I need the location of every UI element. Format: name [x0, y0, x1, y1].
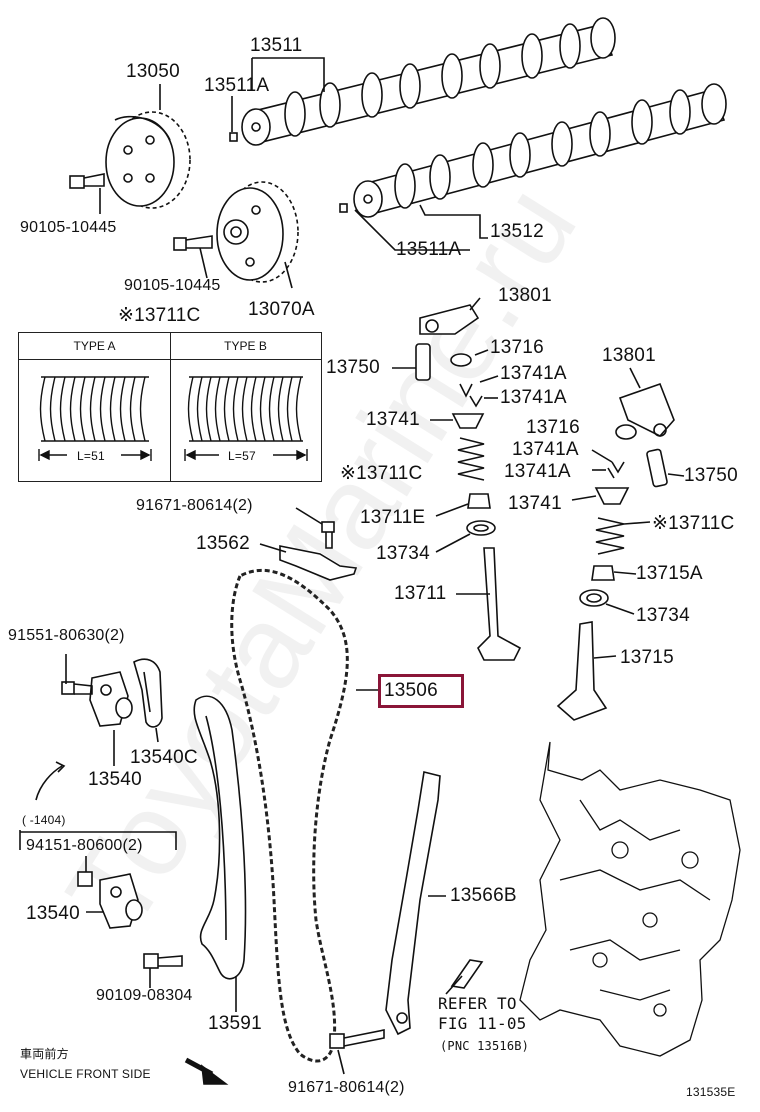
spring-type-figures: [38, 376, 308, 461]
part-label-13741a-4[interactable]: 13741A: [504, 461, 571, 482]
part-label-13741a-1[interactable]: 13741A: [500, 363, 567, 384]
seal-13715a: [591, 565, 615, 581]
bolt-91671-bottom: [329, 1029, 385, 1049]
part-label-13711c-right[interactable]: ※13711C: [652, 513, 735, 534]
part-label-13711c-table[interactable]: ※13711C: [118, 305, 201, 326]
timing-chain: [230, 568, 349, 1063]
figure-id: 131535E: [686, 1085, 736, 1099]
vehicle-front-en: VEHICLE FRONT SIDE: [20, 1067, 151, 1081]
bolt-90105-top: [69, 173, 105, 189]
lash-adjuster-13750-a: [415, 343, 431, 381]
lash-adjuster-13750-b: [646, 448, 668, 488]
retainer-13741-b: [594, 487, 630, 505]
bolt-91671-top: [321, 521, 335, 549]
part-label-13511a-top[interactable]: 13511A: [204, 75, 270, 96]
bolt-91551: [61, 681, 93, 695]
part-label-90105-10445-bottom[interactable]: 90105-10445: [124, 277, 221, 294]
keepers-13741a-b: [607, 461, 625, 479]
valve-13715: [556, 621, 608, 721]
part-label-90109-08304[interactable]: 90109-08304: [96, 987, 193, 1004]
spring-type-table: TYPE A TYPE B L=51 L=57: [18, 332, 322, 482]
spring-13711c-b: [595, 517, 625, 555]
part-label-90105-10445-top[interactable]: 90105-10445: [20, 219, 117, 236]
bolt-90105-bottom: [173, 235, 213, 251]
part-label-13511[interactable]: 13511: [250, 35, 303, 56]
spring-type-b-coil: [187, 376, 303, 442]
part-label-13741a-2[interactable]: 13741A: [500, 387, 567, 408]
camshaft-intake: [339, 83, 727, 218]
part-label-13734-a[interactable]: 13734: [376, 543, 430, 564]
seal-13711e: [467, 493, 491, 509]
valve-13711: [477, 547, 522, 661]
washer-13734-a: [466, 520, 496, 536]
part-label-13591[interactable]: 13591: [208, 1013, 262, 1034]
part-label-13741-b[interactable]: 13741: [508, 493, 562, 514]
part-label-13741a-3[interactable]: 13741A: [512, 439, 579, 460]
part-label-13540-b[interactable]: 13540: [26, 903, 80, 924]
part-label-13741-a[interactable]: 13741: [366, 409, 420, 430]
part-label-13511a-low[interactable]: 13511A: [396, 239, 462, 260]
part-label-91671-80614-top[interactable]: 91671-80614(2): [136, 497, 253, 514]
engine-block: [519, 741, 741, 1057]
part-label-94151-80600[interactable]: 94151-80600(2): [26, 837, 143, 854]
part-label-13540c[interactable]: 13540C: [130, 747, 198, 768]
chain-guide-13566b: [385, 771, 441, 1036]
part-label-13734-b[interactable]: 13734: [636, 605, 690, 626]
part-label-13750-b[interactable]: 13750: [684, 465, 738, 486]
rocker-arm-13801-b: [618, 382, 675, 437]
part-label-13750-a[interactable]: 13750: [326, 357, 380, 378]
bolt-94151: [77, 871, 93, 887]
part-label-13566b[interactable]: 13566B: [450, 885, 517, 906]
vehicle-front-jp: 車両前方: [20, 1047, 69, 1061]
retainer-13741-a: [451, 413, 485, 429]
part-label-13716-b[interactable]: 13716: [526, 417, 580, 438]
highlight-13506: [378, 674, 464, 708]
spring-type-a-label: TYPE A: [19, 333, 170, 360]
bolt-90109: [143, 953, 183, 969]
camshaft-exhaust: [229, 17, 616, 146]
spring-length-a: L=51: [77, 449, 105, 463]
part-label-13562[interactable]: 13562: [196, 533, 250, 554]
part-label-91551-80630[interactable]: 91551-80630(2): [8, 627, 125, 644]
part-label-13711e[interactable]: 13711E: [360, 507, 426, 528]
refer-line-1: REFER TO: [438, 994, 517, 1013]
refer-line-2[interactable]: FIG 11-05: [438, 1014, 527, 1033]
spring-type-b-label: TYPE B: [170, 333, 321, 360]
tensioner-13540-a: [89, 671, 133, 727]
part-label-13540-a[interactable]: 13540: [88, 769, 142, 790]
part-label-13801-b[interactable]: 13801: [602, 345, 656, 366]
washer-13734-b: [579, 589, 609, 607]
rocker-arm-13801-a: [419, 304, 480, 335]
pipe-13516b: [450, 959, 484, 989]
part-label-91671-80614-bottom[interactable]: 91671-80614(2): [288, 1079, 405, 1096]
cam-timing-gear-exhaust: [105, 111, 191, 209]
part-label-13050[interactable]: 13050: [126, 61, 180, 82]
table-divider: [170, 333, 171, 481]
cam-timing-gear-intake: [216, 181, 299, 283]
part-label-13711c-mid[interactable]: ※13711C: [340, 463, 423, 484]
vehicle-front-arrow: [184, 1057, 229, 1085]
part-label-13715[interactable]: 13715: [620, 647, 674, 668]
keepers-13741a: [459, 383, 483, 408]
spring-type-a-coil: [39, 376, 149, 442]
chain-guide-13591: [193, 695, 247, 980]
part-label-13801-a[interactable]: 13801: [498, 285, 552, 306]
tensioner-13540-b: [99, 873, 143, 929]
refer-line-3: (PNC 13516B): [440, 1039, 530, 1053]
part-label-13711[interactable]: 13711: [394, 583, 447, 604]
part-label-13512[interactable]: 13512: [490, 221, 544, 242]
bracket-13562: [279, 545, 358, 581]
shim-13716-b: [615, 424, 637, 440]
date-range-label: ( -1404): [22, 813, 66, 827]
spring-length-b: L=57: [228, 449, 256, 463]
shim-13716-a: [450, 353, 472, 367]
part-label-13715a[interactable]: 13715A: [636, 563, 703, 584]
part-label-13070a[interactable]: 13070A: [248, 299, 315, 320]
spring-13711c-a: [457, 437, 485, 481]
gasket-13540c: [133, 658, 163, 728]
part-label-13506[interactable]: 13506: [384, 680, 438, 701]
part-label-13716-a[interactable]: 13716: [490, 337, 544, 358]
